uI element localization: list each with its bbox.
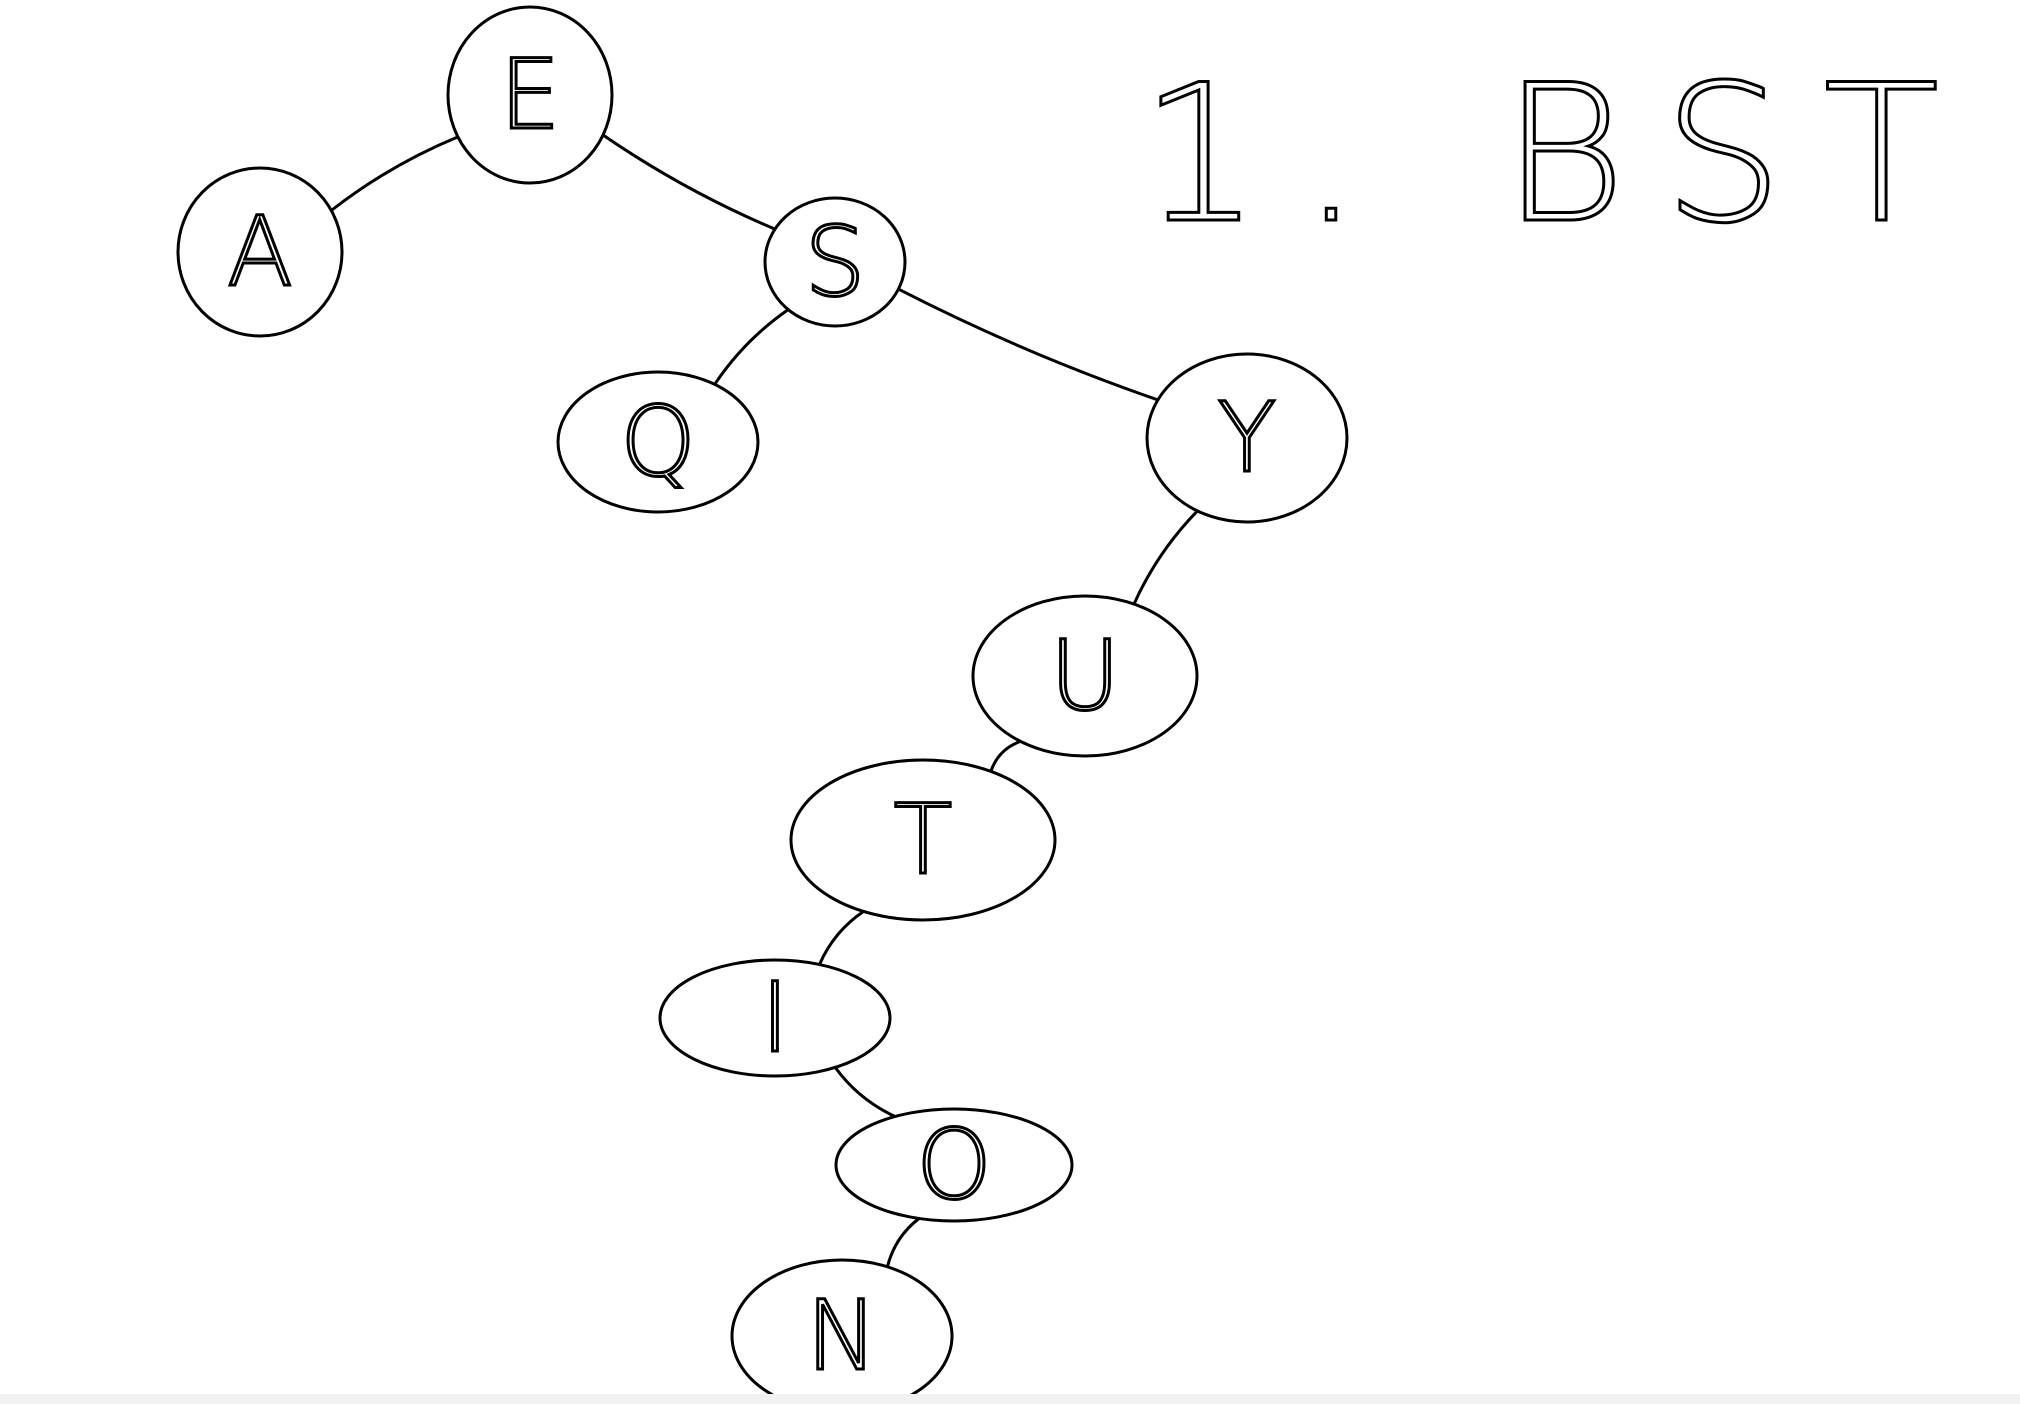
node-u-label: U	[1050, 620, 1120, 732]
node-o: O	[834, 1107, 1074, 1223]
edge-t-i	[818, 909, 866, 966]
node-q: Q	[556, 370, 760, 514]
node-a: A	[176, 166, 344, 338]
node-i-ellipse	[658, 958, 892, 1078]
bottom-strip	[0, 1394, 2020, 1404]
node-y: Y	[1145, 352, 1349, 524]
edges-layer	[329, 133, 1199, 1269]
node-u: U	[971, 594, 1199, 758]
node-o-label: O	[916, 1109, 992, 1221]
node-t-ellipse	[789, 758, 1057, 922]
edge-e-s	[601, 133, 777, 231]
edge-e-a	[329, 135, 460, 212]
node-t-label: T	[894, 784, 953, 896]
node-a-label: A	[227, 196, 293, 308]
node-n-label: N	[806, 1280, 878, 1392]
nodes-layer: E A SQ Y UTI ON	[176, 5, 1349, 1404]
node-i-label: I	[761, 962, 789, 1074]
edge-s-q	[713, 308, 790, 386]
node-q-label: Q	[620, 386, 696, 498]
node-i: I	[658, 958, 892, 1078]
edge-y-u	[1132, 509, 1199, 606]
node-s: S	[763, 196, 907, 328]
node-s-label: S	[805, 206, 866, 318]
edge-u-t	[989, 739, 1022, 773]
node-a-ellipse	[176, 166, 344, 338]
node-o-ellipse	[834, 1107, 1074, 1223]
node-s-ellipse	[763, 196, 907, 328]
node-y-label: Y	[1218, 382, 1277, 494]
diagram-title: 1. BST	[1140, 44, 1979, 265]
node-t: T	[789, 758, 1057, 922]
edge-i-o	[833, 1065, 897, 1118]
node-q-ellipse	[556, 370, 760, 514]
node-y-ellipse	[1145, 352, 1349, 524]
node-e-ellipse	[446, 5, 614, 185]
node-e-label: E	[500, 39, 561, 151]
node-e: E	[446, 5, 614, 185]
node-u-ellipse	[971, 594, 1199, 758]
node-n: N	[730, 1258, 954, 1404]
edge-o-n	[885, 1217, 921, 1269]
edge-s-y	[896, 287, 1160, 402]
node-n-ellipse	[730, 1258, 954, 1404]
